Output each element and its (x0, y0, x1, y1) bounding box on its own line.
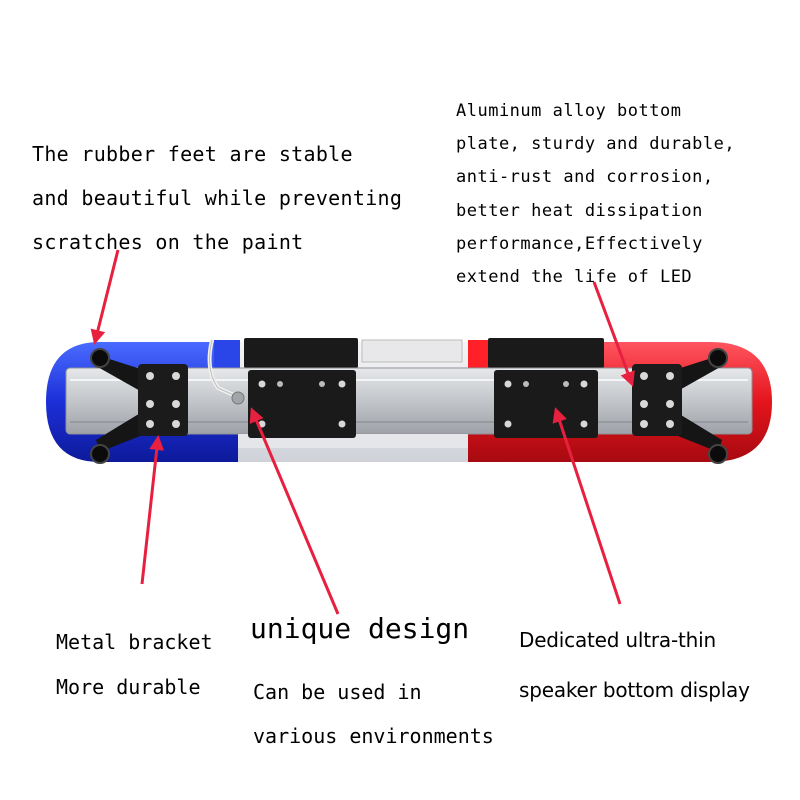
caption-line: Metal bracket (56, 630, 213, 654)
caption-line: better heat dissipation (456, 200, 703, 221)
red-arrow-icon (592, 281, 635, 387)
right-speaker-plate (494, 370, 598, 438)
caption-line: various environments (253, 724, 494, 748)
right-metal-bracket (632, 348, 728, 464)
rubber-feet-caption: The rubber feet are stable and beautiful… (32, 132, 402, 264)
caption-line: Aluminum alloy bottom (456, 101, 682, 121)
caption-line: extend the life of LED (456, 267, 693, 288)
caption-line: anti-rust and corrosion, (456, 167, 714, 188)
caption-line: speaker bottom display (519, 678, 750, 702)
caption-line: Dedicated ultra-thin (519, 628, 716, 652)
pointer-arrows (90, 249, 635, 615)
left-metal-bracket (90, 348, 188, 464)
caption-line: scratches on the paint (32, 230, 304, 254)
caption-line: More durable (56, 675, 201, 699)
caption-line: plate, sturdy and durable, (456, 134, 736, 155)
caption-line: Can be used in (253, 680, 422, 704)
red-arrow-icon (90, 249, 120, 345)
caption-line: The rubber feet are stable (32, 142, 353, 166)
red-arrow-icon (552, 407, 622, 605)
metal-bracket-caption: Metal bracket More durable (56, 620, 213, 710)
caption-line: and beautiful while preventing (32, 186, 403, 210)
red-arrow-icon (140, 435, 165, 585)
aluminum-plate-caption: Aluminum alloy bottom plate, sturdy and … (456, 95, 735, 294)
red-arrow-icon (249, 407, 340, 615)
speaker-caption: Dedicated ultra-thin speaker bottom disp… (519, 615, 750, 715)
unique-design-caption: Can be used in various environments (253, 670, 494, 758)
caption-line: performance,Effectively (456, 233, 703, 254)
unique-design-title: unique design (250, 612, 470, 645)
left-speaker-plate (248, 370, 356, 438)
